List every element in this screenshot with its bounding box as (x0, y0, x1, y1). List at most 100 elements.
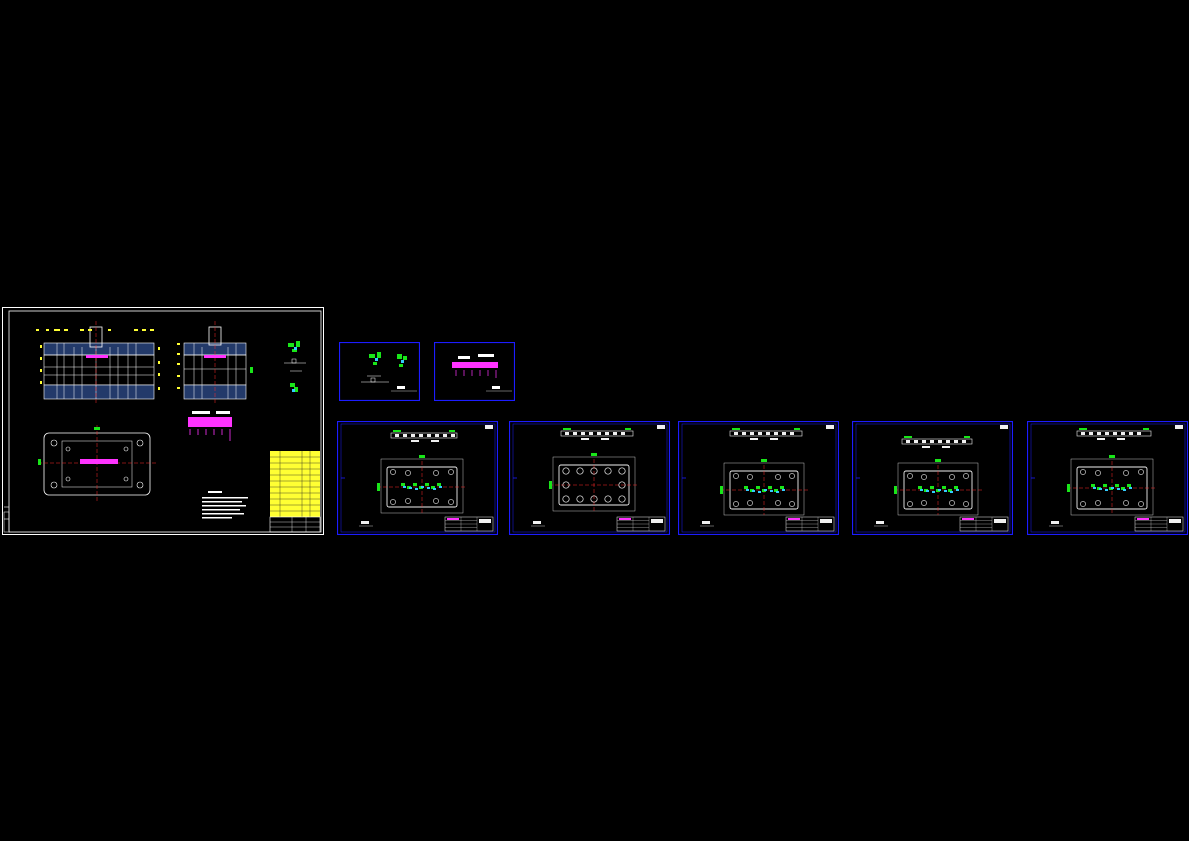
mounting-hole (604, 495, 612, 503)
section-hatch (581, 432, 585, 435)
roughness-symbol (657, 425, 665, 429)
cavity-dimension (425, 483, 429, 486)
mounting-hole (963, 501, 969, 507)
mounting-hole (618, 467, 626, 475)
roughness-symbol (1000, 425, 1008, 429)
sheet-border (1027, 421, 1188, 535)
mounting-hole (1095, 500, 1101, 506)
view-label (876, 521, 884, 524)
section-hatch (790, 432, 794, 435)
view-label (702, 521, 710, 524)
cavity-dimension (437, 483, 441, 486)
mounting-hole (789, 473, 795, 479)
section-hatch (914, 440, 918, 443)
section-hatch (906, 440, 910, 443)
mounting-hole (448, 469, 454, 475)
cavity-feature (427, 487, 430, 489)
cavity-feature (950, 491, 953, 493)
roughness-symbol (826, 425, 834, 429)
cavity-dimension (1121, 487, 1125, 490)
dimension-text (922, 446, 930, 448)
inner-border (512, 423, 668, 533)
mounting-hole (618, 495, 626, 503)
cavity-feature (403, 486, 406, 488)
roughness-symbol (1175, 425, 1183, 429)
dimension-text (964, 436, 970, 438)
plate-drawing-sheet-3[interactable] (678, 421, 839, 535)
cavity-dimension (1103, 484, 1107, 487)
sheet-border (852, 421, 1013, 535)
section-hatch (954, 440, 958, 443)
dimension-text (761, 459, 767, 462)
sheet-border (337, 421, 498, 535)
top-section-profile (390, 432, 458, 439)
strip-layout-view (188, 411, 232, 441)
mounting-hole (433, 470, 439, 476)
mounting-hole (921, 500, 927, 506)
section-hatch (750, 432, 754, 435)
mounting-hole (576, 467, 584, 475)
cavity-dimension (431, 486, 435, 489)
part-drawing-sheet-1[interactable] (339, 342, 420, 401)
technical-notes (202, 491, 248, 519)
section-hatch (1081, 432, 1085, 435)
view-label (361, 521, 369, 524)
cavity-feature (409, 487, 412, 489)
mounting-hole (963, 473, 969, 479)
dimension-text (1117, 438, 1125, 440)
cavity-dimension (401, 483, 405, 486)
cavity-feature (764, 489, 767, 491)
mounting-hole (907, 501, 913, 507)
front-section-view (36, 321, 160, 405)
section-hatch (742, 432, 746, 435)
mounting-hole (921, 474, 927, 480)
mounting-hole (775, 474, 781, 480)
view-label (533, 521, 541, 524)
dimension-text (581, 438, 589, 440)
dimension-text (625, 428, 631, 430)
mounting-hole (775, 500, 781, 506)
assembly-drawing-sheet[interactable] (2, 307, 324, 535)
section-hatch (589, 432, 593, 435)
section-hatch (451, 434, 455, 437)
mounting-hole (576, 495, 584, 503)
cavity-dimension (918, 486, 922, 489)
title-block-text (1169, 519, 1181, 523)
mounting-hole (562, 481, 570, 489)
part-detail-views (284, 341, 306, 392)
cavity-feature (782, 489, 785, 491)
mounting-hole (1095, 470, 1101, 476)
mounting-hole (1080, 469, 1086, 475)
section-hatch (734, 432, 738, 435)
dimension-text (732, 428, 740, 430)
cavity-dimension (954, 486, 958, 489)
sheet-border (509, 421, 670, 535)
cavity-dimension (1091, 484, 1095, 487)
mounting-hole (949, 500, 955, 506)
cavity-feature (956, 489, 959, 491)
dimension-text (794, 428, 800, 430)
dimension-text (904, 436, 912, 438)
mounting-hole (1080, 501, 1086, 507)
sheet-border (678, 421, 839, 535)
plate-drawing-sheet-5[interactable] (1027, 421, 1188, 535)
mounting-hole (733, 473, 739, 479)
dimension-text (1067, 484, 1070, 492)
cavity-feature (1093, 487, 1096, 489)
mounting-hole (448, 499, 454, 505)
dimension-text (431, 440, 439, 442)
dimension-text (750, 438, 758, 440)
plate-drawing-sheet-2[interactable] (509, 421, 670, 535)
section-hatch (565, 432, 569, 435)
plate-drawing-sheet-1[interactable] (337, 421, 498, 535)
plate-drawing-sheet-4[interactable] (852, 421, 1013, 535)
title-block-text (651, 519, 663, 523)
title-block-text (1137, 518, 1149, 520)
section-hatch (435, 434, 439, 437)
strip-layout-sheet[interactable] (434, 342, 515, 401)
mounting-hole (747, 474, 753, 480)
dimension-text (1079, 428, 1087, 430)
section-hatch (758, 432, 762, 435)
section-hatch (573, 432, 577, 435)
